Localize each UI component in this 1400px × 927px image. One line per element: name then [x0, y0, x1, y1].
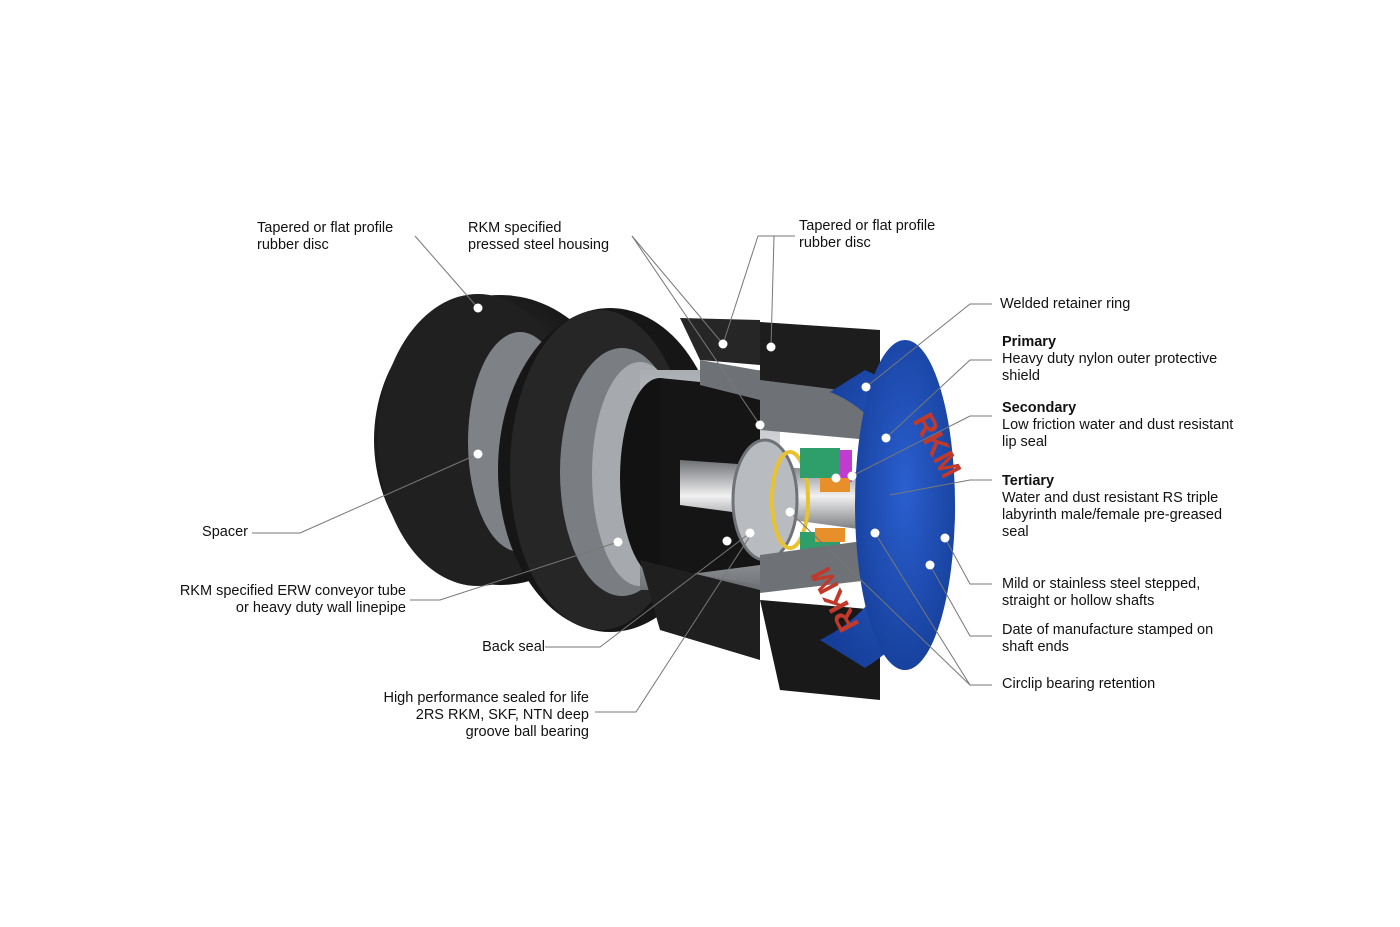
dot-primary	[881, 433, 891, 443]
label-rubber-disc-right: Tapered or flat profile rubber disc	[799, 218, 936, 251]
label-back-seal: Back seal	[482, 639, 545, 655]
label-tube: RKM specified ERW conveyor tube or heavy…	[179, 583, 406, 616]
label-rubber-disc-left: Tapered or flat profile rubber disc	[257, 220, 394, 253]
label-tertiary: Tertiary Water and dust resistant RS tri…	[1002, 473, 1223, 540]
dot-tertiary	[831, 473, 841, 483]
pressed-steel-housing	[700, 360, 870, 600]
dot-housing	[755, 420, 765, 430]
dot-tube	[613, 537, 623, 547]
dot-retainer	[861, 382, 871, 392]
callout-dots	[473, 303, 950, 570]
leader-lines	[252, 235, 992, 713]
dot-spacer	[473, 449, 483, 459]
label-spacer: Spacer	[202, 524, 248, 540]
label-shafts: Mild or stainless steel stepped, straigh…	[1002, 576, 1201, 609]
dot-circlip-b	[785, 507, 795, 517]
dot-secondary	[847, 471, 857, 481]
end-cap: RKM RKM	[805, 340, 967, 670]
dot-rubber-disc-right-b	[766, 342, 776, 352]
dot-rubber-disc-right-a	[718, 339, 728, 349]
dot-bearing	[722, 536, 732, 546]
label-retainer: Welded retainer ring	[1000, 296, 1131, 312]
label-primary: Primary Heavy duty nylon outer protectiv…	[1002, 334, 1218, 384]
dot-rubber-disc-left	[473, 303, 483, 313]
dot-shafts	[940, 533, 950, 543]
label-circlip: Circlip bearing retention	[1002, 676, 1156, 692]
label-housing: RKM specified pressed steel housing	[468, 220, 610, 253]
label-bearing: High performance sealed for life 2RS RKM…	[383, 690, 589, 740]
dot-date	[925, 560, 935, 570]
label-secondary: Secondary Low friction water and dust re…	[1002, 400, 1234, 450]
label-date: Date of manufacture stamped on shaft end…	[1002, 622, 1214, 655]
dot-circlip-a	[870, 528, 880, 538]
dot-back-seal	[745, 528, 755, 538]
